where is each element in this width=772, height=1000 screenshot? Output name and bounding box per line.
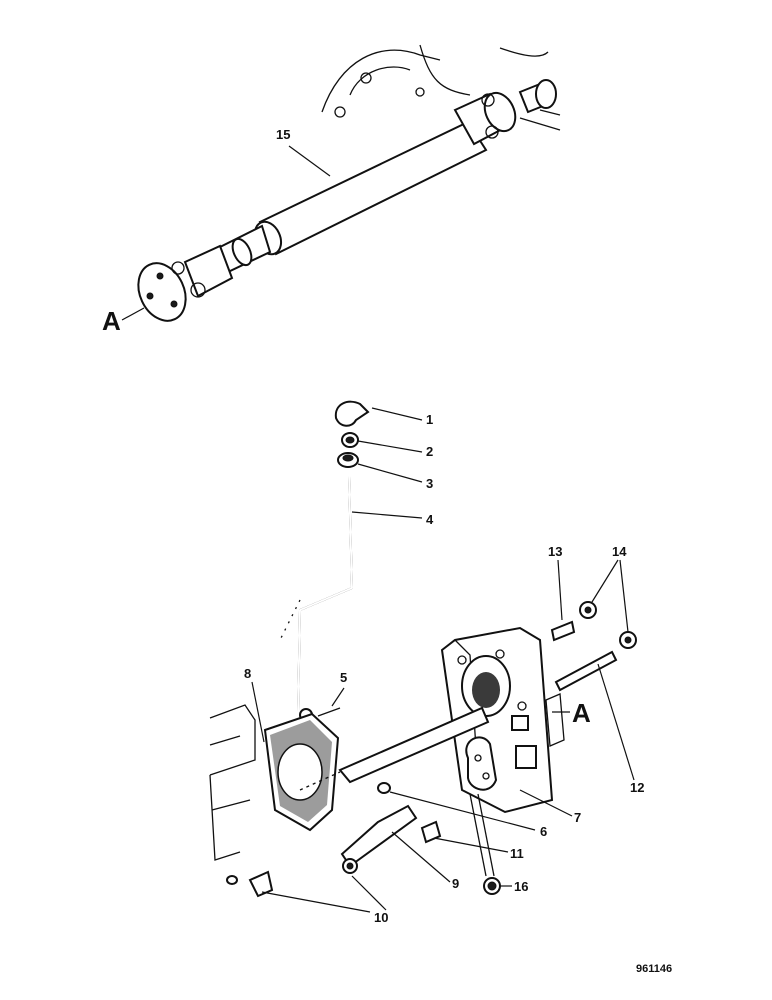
propeller-shaft [137,79,557,322]
engine-block-outline [209,599,301,861]
gearbox-housing-outline [321,44,561,131]
svg-text:3: 3 [426,476,433,491]
part-16-drain-plug: 16 [469,793,528,895]
part-11-plug: 11 [420,820,524,861]
callout-15: 15 [276,127,331,177]
drawing-number: 961146 [636,963,672,975]
svg-text:A: A [572,698,591,728]
svg-text:7: 7 [574,810,581,825]
part-8-gasket: 8 [244,666,340,832]
view-marker-a-top: A [102,306,145,336]
svg-text:16: 16 [514,879,528,894]
part-5-split-pin: 5 [317,670,347,717]
drive-shaft [299,706,490,791]
part-6-washer: 6 [377,782,547,839]
part-4-control-rod: 4 [297,475,434,722]
svg-text:4: 4 [426,512,434,527]
svg-text:11: 11 [510,846,524,861]
svg-text:1: 1 [426,412,433,427]
svg-text:2: 2 [426,444,433,459]
svg-text:A: A [102,306,121,336]
view-marker-a-bottom: A [552,698,591,728]
part-14-nuts: 14 [579,544,637,649]
svg-text:5: 5 [340,670,347,685]
part-12-stud: 12 [554,650,644,795]
svg-text:12: 12 [630,780,644,795]
svg-text:9: 9 [452,876,459,891]
svg-text:8: 8 [244,666,251,681]
part-1-knob: 1 [334,400,433,427]
part-2-nut: 2 [341,432,433,459]
part-3-grommet: 3 [337,452,433,491]
svg-text:10: 10 [374,910,388,925]
svg-text:13: 13 [548,544,562,559]
svg-text:6: 6 [540,824,547,839]
part-13-stud: 13 [548,544,576,642]
svg-text:14: 14 [612,544,627,559]
svg-text:15: 15 [276,127,290,142]
part-10-fittings: 10 [226,858,388,925]
svg-text:961146: 961146 [636,963,672,975]
part-7-pto-gearbox: 7 [440,626,581,825]
part-9-pipe: 9 [340,804,459,891]
